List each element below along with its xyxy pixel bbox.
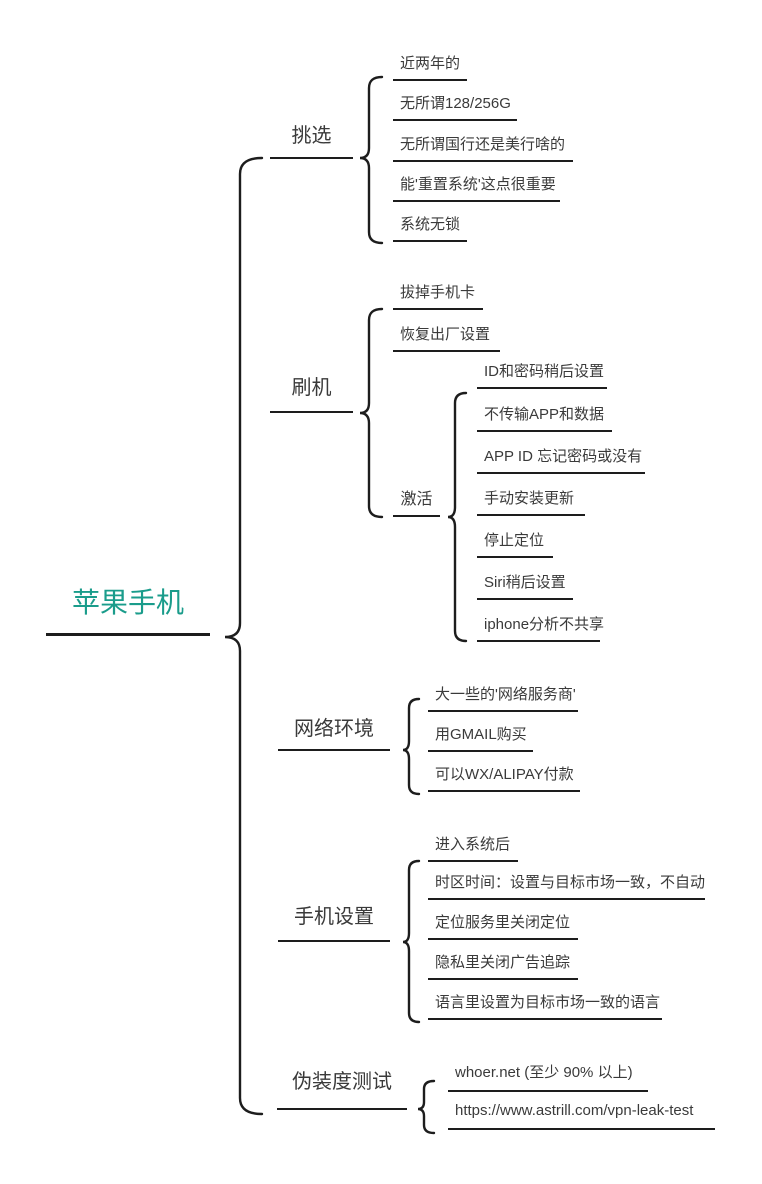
child-node[interactable]: 大一些的'网络服务商' <box>428 686 578 712</box>
selection-brace <box>359 75 384 245</box>
disguise-test-brace <box>417 1079 436 1135</box>
branch-node-selection[interactable]: 挑选 <box>270 124 353 159</box>
child-node[interactable]: ID和密码稍后设置 <box>477 363 607 389</box>
root-brace <box>224 156 264 1116</box>
child-node[interactable]: 不传输APP和数据 <box>477 406 612 432</box>
child-node[interactable]: 拔掉手机卡 <box>393 284 483 310</box>
root-node[interactable]: 苹果手机 <box>46 585 210 636</box>
child-node[interactable]: 恢复出厂设置 <box>393 326 500 352</box>
phone-settings-brace <box>402 859 421 1024</box>
flashing-brace <box>359 307 384 519</box>
subbranch-node-activation[interactable]: 激活 <box>393 490 440 517</box>
child-node[interactable]: 能'重置系统'这点很重要 <box>393 176 560 202</box>
branch-node-phone-settings[interactable]: 手机设置 <box>278 905 390 942</box>
branch-node-network[interactable]: 网络环境 <box>278 717 390 751</box>
activation-brace <box>447 391 468 643</box>
child-node[interactable]: 定位服务里关闭定位 <box>428 914 578 940</box>
child-node[interactable]: 系统无锁 <box>393 216 467 242</box>
child-node[interactable]: whoer.net (至少 90% 以上) <box>448 1064 648 1092</box>
child-node[interactable]: 手动安装更新 <box>477 490 585 516</box>
child-node[interactable]: 语言里设置为目标市场一致的语言 <box>428 994 662 1020</box>
child-node[interactable]: 无所谓国行还是美行啥的 <box>393 136 573 162</box>
child-node[interactable]: 可以WX/ALIPAY付款 <box>428 766 580 792</box>
child-node[interactable]: 无所谓128/256G <box>393 95 517 121</box>
child-node[interactable]: 停止定位 <box>477 532 553 558</box>
child-node[interactable]: 隐私里关闭广告追踪 <box>428 954 578 980</box>
child-node[interactable]: 用GMAIL购买 <box>428 726 533 752</box>
child-node[interactable]: iphone分析不共享 <box>477 616 604 642</box>
child-node[interactable]: 近两年的 <box>393 55 467 81</box>
network-brace <box>402 697 421 796</box>
child-node[interactable]: 时区时间：设置与目标市场一致，不自动 <box>428 874 705 900</box>
branch-node-disguise-test[interactable]: 伪装度测试 <box>277 1070 407 1110</box>
child-node[interactable]: APP ID 忘记密码或没有 <box>477 448 645 474</box>
child-node[interactable]: https://www.astrill.com/vpn-leak-test <box>448 1102 715 1130</box>
child-node[interactable]: 进入系统后 <box>428 836 518 862</box>
child-node[interactable]: Siri稍后设置 <box>477 574 573 600</box>
branch-node-flashing[interactable]: 刷机 <box>270 376 353 413</box>
